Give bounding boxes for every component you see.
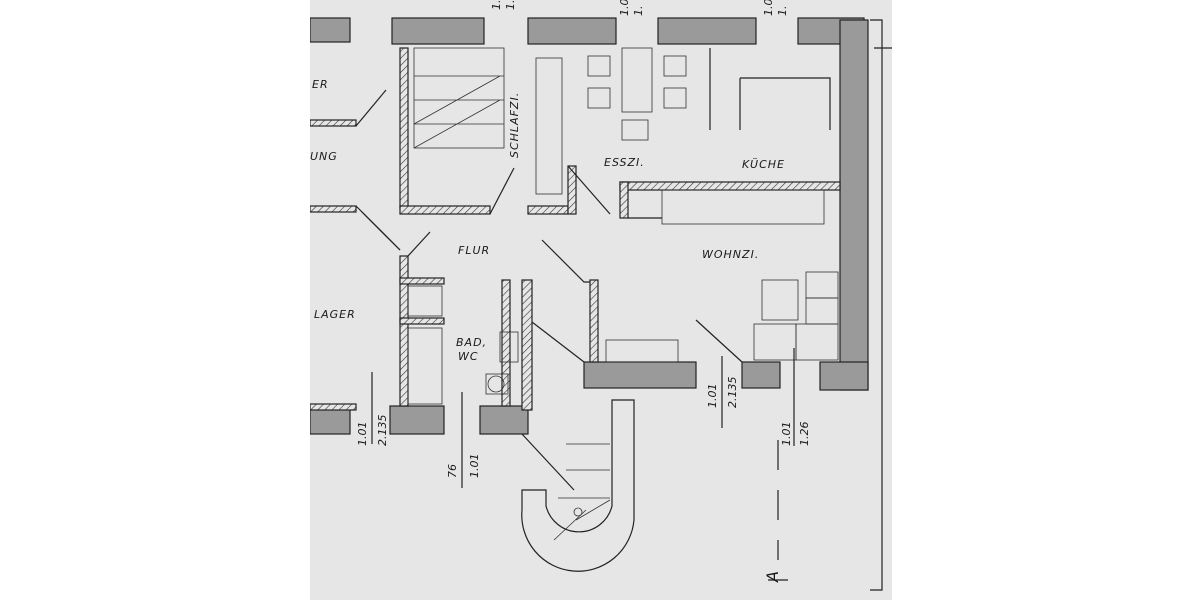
dimension-top-3b: 1. [776, 6, 789, 17]
dimension-top-2b: 1. [632, 6, 645, 17]
door-swings [355, 89, 743, 491]
dimension-wohn-a: 1.01 [706, 384, 719, 409]
spiral-staircase [521, 399, 635, 572]
room-label-flur: FLUR [458, 244, 490, 257]
dimension-right-a: 1.01 [780, 422, 793, 447]
interior-walls [310, 47, 841, 411]
furniture [407, 47, 839, 405]
section-marker: A [763, 570, 782, 583]
room-label-left-top: ER [312, 78, 329, 91]
room-label-left-mid: UNG [310, 150, 338, 163]
dimension-top-1b: 1. [504, 0, 517, 10]
dimension-top-1a: 1.0 [490, 0, 503, 10]
room-label-wohnzi: WOHNZI. [702, 248, 759, 261]
room-label-wc: WC [458, 350, 479, 363]
section-line [768, 19, 892, 591]
exterior-walls [310, 17, 869, 435]
room-label-kueche: KÜCHE [742, 158, 785, 171]
room-label-esszi: ESSZI. [604, 156, 645, 169]
dimension-bad-b: 1.01 [468, 454, 481, 479]
dimension-left-b: 2.135 [376, 415, 389, 447]
room-label-lager: LAGER [314, 308, 356, 321]
dimension-wohn-b: 2.135 [726, 377, 739, 409]
dimension-left-a: 1.01 [356, 422, 369, 447]
room-label-bad: BAD, [456, 336, 487, 349]
dimension-top-2a: 1.0 [618, 0, 631, 16]
floor-plan-drawing: ER UNG LAGER SCHLAFZI. ESSZI. KÜCHE FLUR… [310, 0, 892, 591]
dimension-bad-a: 76 [446, 464, 459, 478]
dimension-top-3a: 1.0 [762, 0, 775, 16]
room-label-schlafzi: SCHLAFZI. [508, 92, 521, 158]
dimension-right-b: 1.26 [798, 422, 811, 447]
floor-plan-sheet: ER UNG LAGER SCHLAFZI. ESSZI. KÜCHE FLUR… [310, 0, 892, 600]
